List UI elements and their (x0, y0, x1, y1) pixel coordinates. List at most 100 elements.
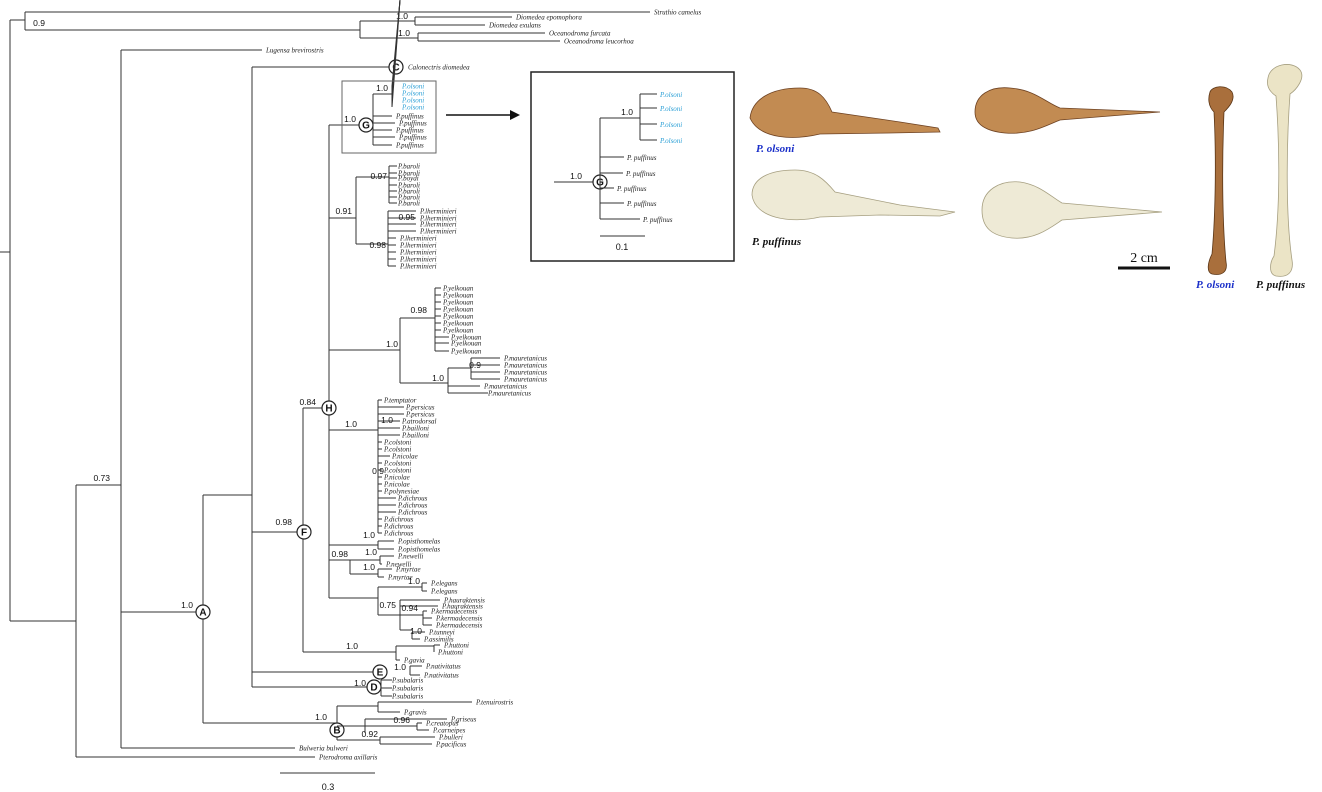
scale-bar-label: 0.3 (322, 782, 335, 792)
tip-label: P.bailloni (401, 432, 429, 440)
inset-tip-label: P. puffinus (625, 170, 656, 178)
tip-label: P.baroli (397, 200, 420, 208)
node-marker-label: H (325, 404, 332, 415)
tip-label: P.baroli (397, 163, 420, 171)
tip-label: P.puffinus (395, 127, 424, 135)
tip-label: P.dichrous (383, 530, 414, 538)
tip-label: Pterodroma axillaris (318, 754, 378, 762)
support-value: 0.91 (335, 206, 352, 216)
node-marker-label: B (333, 726, 340, 737)
support-value: 1.0 (345, 419, 357, 429)
tip-label: P.puffinus (398, 134, 427, 142)
tip-label: P.nicolae (383, 481, 410, 489)
tip-label: P.lherminieri (419, 208, 457, 216)
support-value: 0.95 (398, 212, 415, 222)
tip-label: P.yelkouan (450, 348, 482, 356)
node-marker-label: G (362, 121, 370, 132)
tip-label: P.boydi (397, 175, 419, 183)
tip-label: P.elegans (430, 588, 458, 596)
tip-label: Bulweria bulweri (299, 745, 348, 753)
inset-tip-label: P. puffinus (626, 154, 657, 162)
skull-olsoni-lateral (749, 87, 941, 138)
support-value: 0.92 (361, 729, 378, 739)
tip-label: P.subalaris (391, 677, 423, 685)
tip-label: P.persicus (405, 404, 435, 412)
support-value: 1.0 (365, 547, 377, 557)
inset-tip-label: P.olsoni (659, 91, 682, 99)
support-value: 1.0 (396, 11, 408, 21)
node-marker-label: E (377, 668, 384, 679)
support-value: 0.84 (299, 397, 316, 407)
tip-label: P.yelkouan (442, 320, 474, 328)
tip-label: P.colstoni (383, 460, 411, 468)
tip-label: P.gravis (403, 709, 427, 717)
node-marker-circle (321, 400, 337, 416)
tip-label: P.subalaris (391, 685, 423, 693)
tip-label: P.newelli (385, 561, 411, 569)
tip-label: P.carneipes (432, 727, 466, 735)
tip-label: P.atrodorsal (401, 418, 436, 426)
support-value: 0.98 (331, 549, 348, 559)
tip-label: P.baroli (397, 188, 420, 196)
caption-bone-puffinus: P. puffinus (1256, 279, 1305, 291)
support-value: 0.98 (275, 517, 292, 527)
support-value: 1.0 (381, 415, 393, 425)
tip-label: P.lherminieri (399, 249, 437, 257)
tip-label: P.lherminieri (419, 228, 457, 236)
tip-label: P.hauraktensis (441, 603, 483, 611)
tip-label: P.mauretanicus (503, 369, 547, 377)
tip-label: P.nativitatus (423, 672, 459, 680)
inset-tip-label: P. puffinus (616, 185, 647, 193)
inset-scale-label: 0.1 (616, 242, 629, 252)
tip-label: P.puffinus (395, 113, 424, 121)
tip-label: P.dichrous (383, 523, 414, 531)
tip-label: P.lherminieri (399, 263, 437, 271)
tip-label: P.yelkouan (442, 313, 474, 321)
caption-olsoni: P. olsoni (756, 143, 795, 155)
tip-label: P.baroli (397, 194, 420, 202)
support-value: 1.0 (346, 641, 358, 651)
support-value: 1.0 (376, 83, 388, 93)
tip-label: P.dichrous (383, 516, 414, 524)
highlight-box (341, 80, 437, 154)
caption-puffinus: P. puffinus (752, 236, 801, 248)
tip-label: P.baroli (397, 182, 420, 190)
support-value: 0.96 (393, 715, 410, 725)
tip-label: P.creatopus (425, 720, 459, 728)
node-marker-label: D (370, 683, 377, 694)
support-value: 0.73 (93, 473, 110, 483)
arrow-head (510, 110, 520, 120)
humerus-olsoni (1207, 86, 1234, 275)
tip-label: Calonectris diomedea (408, 64, 470, 72)
inset-tip-label: P.olsoni (659, 121, 682, 129)
tip-label: P.hauraktensis (443, 597, 485, 605)
tip-label: Oceanodroma furcata (549, 30, 611, 38)
support-value: 1.0 (363, 562, 375, 572)
support-value: 1.0 (408, 576, 420, 586)
support-value: 0.97 (370, 171, 387, 181)
tip-label: P.mauretanicus (503, 376, 547, 384)
tip-label: P.lherminieri (399, 242, 437, 250)
tip-label: P.assimilis (423, 636, 454, 644)
tip-label: P.dichrous (397, 509, 428, 517)
node-marker-label: C (392, 63, 399, 74)
tip-label: P.yelkouan (442, 327, 474, 335)
support-value: 1.0 (432, 373, 444, 383)
support-value: 0.9 (372, 466, 384, 476)
tip-label: P.huttoni (437, 649, 463, 657)
support-value: 1.0 (354, 678, 366, 688)
tip-label: P.olsoni (401, 104, 424, 112)
skull-olsoni-dorsal (974, 87, 1161, 134)
tip-label: P.lherminieri (419, 221, 457, 229)
support-value: 1.0 (344, 114, 356, 124)
tip-label: P.yelkouan (450, 340, 482, 348)
support-value: 0.98 (369, 240, 386, 250)
node-marker-circle (372, 664, 388, 680)
tip-label: P.colstoni (383, 446, 411, 454)
tip-label: Oceanodroma leucorhoa (564, 38, 634, 46)
tip-label: P.griseus (450, 716, 477, 724)
support-value: 0.94 (401, 603, 418, 613)
tip-label: P.yelkouan (450, 334, 482, 342)
inset-box (530, 71, 735, 262)
